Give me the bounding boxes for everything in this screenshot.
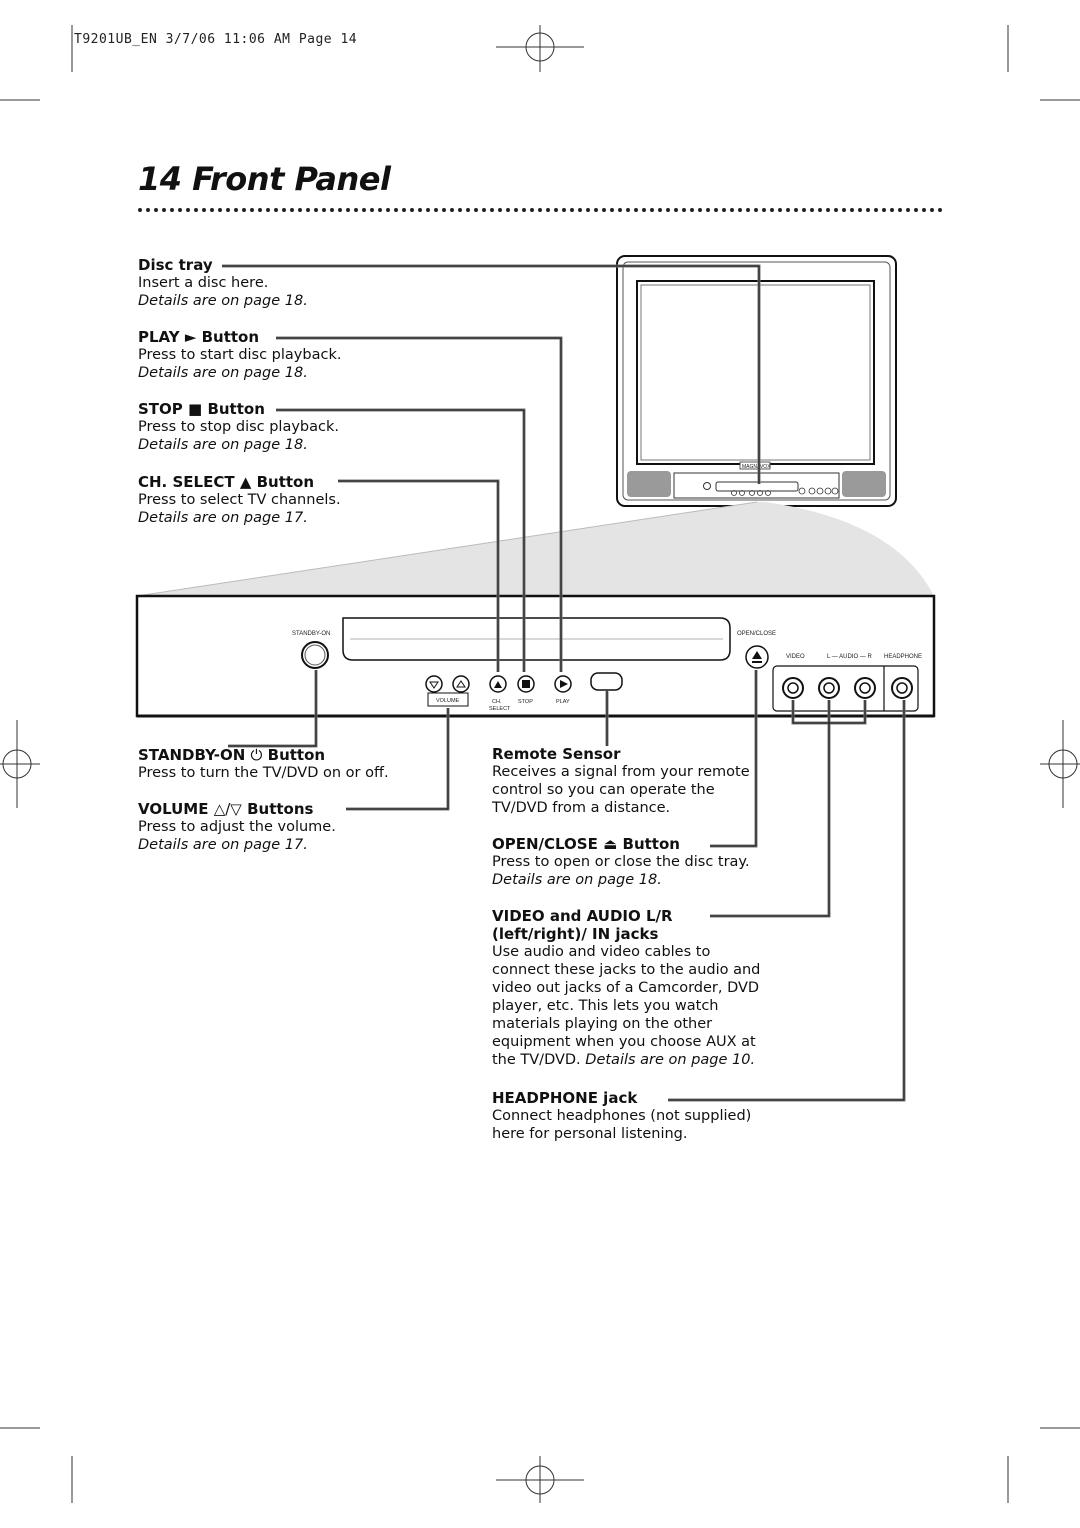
- callout-ch-select: CH. SELECT ▲ Button Press to select TV c…: [138, 473, 341, 527]
- callout-title-line: PLAY ► Button: [138, 328, 260, 346]
- callout-desc: Press to adjust the volume.: [138, 819, 336, 835]
- panel-label-open-close: OPEN/CLOSE: [737, 631, 776, 637]
- panel-label-headphone: HEADPHONE: [884, 654, 922, 660]
- leader-line-cores: [222, 265, 905, 1101]
- panel-label-video: VIDEO: [786, 654, 805, 660]
- callout-video-audio-jacks: VIDEO and AUDIO L/R (left/right)/ IN jac…: [492, 907, 760, 1069]
- callout-desc-line: Press to open or close the disc tray.: [492, 854, 750, 870]
- callout-desc-line: Use audio and video cables to: [492, 944, 711, 960]
- callout-title-line: STANDBY-ON ⏻ Button: [138, 746, 326, 764]
- callout-remote-sensor: Remote Sensor Receives a signal from you…: [492, 745, 750, 817]
- callout-disc-tray: Disc tray Insert a disc here. Details ar…: [138, 256, 308, 310]
- zoom-wedge: [137, 502, 934, 596]
- callout-title-line: (left/right)/ IN jacks: [492, 925, 659, 943]
- page-title: 14 Front Panel: [138, 160, 391, 198]
- callout-desc-line: video out jacks of a Camcorder, DVD: [492, 980, 760, 996]
- play-icon: ►: [184, 328, 197, 346]
- callout-desc: Press to turn the TV/DVD on or off.: [138, 765, 389, 781]
- callout-desc-line: control so you can operate the: [492, 782, 715, 798]
- callout-desc-line: Receives a signal from your remote: [492, 764, 750, 780]
- callout-ref: Details are on page 17.: [138, 510, 308, 526]
- stop-icon: ■: [188, 400, 203, 418]
- callout-headphone-jack: HEADPHONE jack Connect headphones (not s…: [492, 1089, 751, 1143]
- callout-desc-line: materials playing on the other: [492, 1016, 713, 1032]
- callout-open-close: OPEN/CLOSE ⏏ Button Press to open or clo…: [492, 835, 750, 889]
- callout-title-line: VIDEO and AUDIO L/R: [492, 907, 673, 925]
- callout-desc-line: here for personal listening.: [492, 1126, 688, 1142]
- callout-ref: Details are on page 18.: [138, 293, 308, 309]
- panel-label-audio: L — AUDIO — R: [827, 654, 872, 660]
- tv-brand: MAGNAVOX: [742, 464, 771, 470]
- panel-label-stop: STOP: [518, 699, 533, 705]
- callout-desc-line: equipment when you choose AUX at: [492, 1034, 756, 1050]
- panel-label-select: SELECT: [489, 706, 511, 712]
- callout-title: Remote Sensor: [492, 745, 621, 763]
- callout-desc-line: TV/DVD from a distance.: [492, 800, 671, 816]
- title-divider: [138, 208, 943, 212]
- callout-title-line: CH. SELECT ▲ Button: [138, 473, 315, 491]
- callout-ref: Details are on page 17.: [138, 837, 308, 853]
- callout-title-line: VOLUME △/▽ Buttons: [138, 800, 314, 818]
- callout-ref: Details are on page 18.: [138, 365, 308, 381]
- callout-standby-on: STANDBY-ON ⏻ Button Press to turn the TV…: [138, 746, 389, 782]
- callout-title: HEADPHONE jack: [492, 1089, 638, 1107]
- eject-icon: ⏏: [603, 835, 618, 853]
- callout-desc-line: connect these jacks to the audio and: [492, 962, 761, 978]
- tv-set: MAGNAVOX: [616, 255, 897, 507]
- callout-ref: Details are on page 10.: [585, 1052, 756, 1068]
- callout-volume: VOLUME △/▽ Buttons Press to adjust the v…: [138, 800, 336, 854]
- callout-ref: Details are on page 18.: [492, 872, 662, 888]
- front-panel: STANDBY-ON OPEN/CLOSE VOLUME CH. SELECT …: [135, 594, 936, 718]
- power-icon: ⏻: [250, 746, 263, 764]
- callout-desc: Insert a disc here.: [138, 275, 269, 291]
- panel-label-volume: VOLUME: [436, 698, 460, 704]
- print-slug: T9201UB_EN 3/7/06 11:06 AM Page 14: [74, 32, 358, 47]
- panel-label-play: PLAY: [556, 699, 570, 705]
- panel-label-standby: STANDBY-ON: [292, 631, 330, 637]
- callout-desc: Press to start disc playback.: [138, 347, 342, 363]
- callout-desc-line: Connect headphones (not supplied): [492, 1108, 752, 1124]
- callout-ref: Details are on page 18.: [138, 437, 308, 453]
- callout-desc: Press to stop disc playback.: [138, 419, 339, 435]
- callout-title-line: STOP ■ Button: [138, 400, 265, 418]
- up-triangle-icon: ▲: [239, 473, 252, 491]
- callout-desc-line: player, etc. This lets you watch: [492, 998, 719, 1014]
- callout-title-line: OPEN/CLOSE ⏏ Button: [492, 835, 680, 853]
- callout-stop: STOP ■ Button Press to stop disc playbac…: [138, 400, 339, 454]
- panel-label-ch: CH.: [492, 699, 502, 705]
- volume-up-down-icon: △/▽: [213, 800, 242, 818]
- crop-marks: [0, 25, 1080, 1503]
- callout-desc: Press to select TV channels.: [138, 492, 341, 508]
- callout-play: PLAY ► Button Press to start disc playba…: [138, 328, 341, 382]
- callout-desc-line: the TV/DVD. Details are on page 10.: [492, 1052, 756, 1068]
- callout-title: Disc tray: [138, 256, 213, 274]
